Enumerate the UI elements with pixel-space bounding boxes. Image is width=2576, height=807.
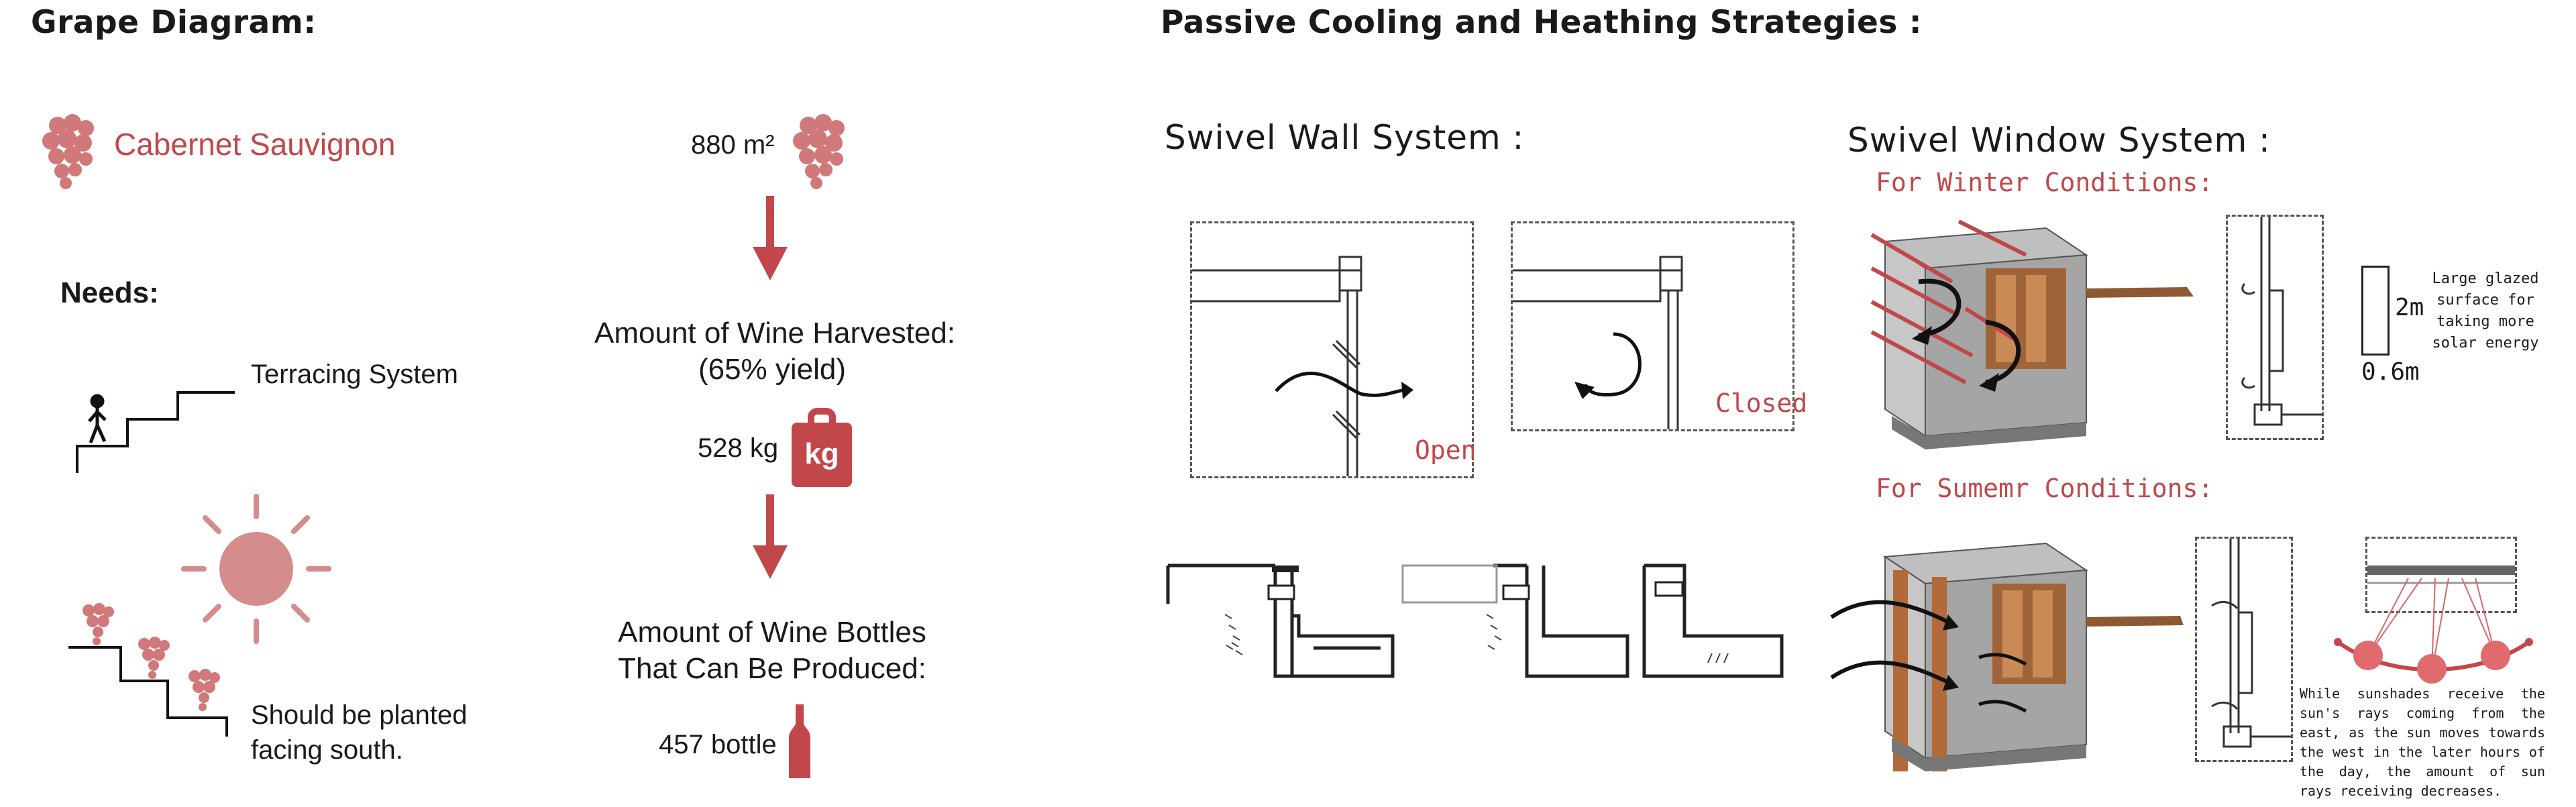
width-label: 0.6m xyxy=(2361,358,2420,386)
arrow-down-icon xyxy=(753,494,788,579)
area-label: 880 m² xyxy=(691,130,775,160)
closed-label: Closed xyxy=(1715,388,1808,418)
bottles-label-2: That Can Be Produced: xyxy=(618,652,926,685)
height-label: 2m xyxy=(2395,294,2424,321)
sun-path-diagram xyxy=(2334,578,2533,684)
glazed-note-line: solar energy xyxy=(2432,335,2539,352)
winter-window-section xyxy=(2226,215,2324,440)
arrow-down-icon xyxy=(753,196,788,280)
bottles-label-1: Amount of Wine Bottles xyxy=(618,616,926,649)
sunshade-note: While sunshades receive the sun's rays c… xyxy=(2300,686,2545,799)
floor-plan-2 xyxy=(1401,563,1629,678)
grape-icon xyxy=(793,114,845,189)
weight-icon: kg xyxy=(792,408,852,487)
terracing-diagram xyxy=(76,391,235,473)
south-facing-label-1: Should be planted xyxy=(251,700,468,730)
weight-kg-label: kg xyxy=(804,437,839,470)
south-facing-label-2: facing south. xyxy=(251,735,403,765)
terracing-label: Terracing System xyxy=(251,360,458,389)
sunshade-drawing xyxy=(2367,566,2515,584)
summer-label: For Sumemr Conditions: xyxy=(1876,474,2214,503)
bottles-value: 457 bottle xyxy=(659,730,777,759)
harvest-label-1: Amount of Wine Harvested: xyxy=(594,317,956,349)
bottle-icon xyxy=(789,704,810,778)
swivel-wall-title: Swivel Wall System : xyxy=(1165,118,1525,157)
harvest-value: 528 kg xyxy=(698,433,779,463)
wall-open-detail: Open xyxy=(1190,221,1477,478)
glazed-note-line: Large glazed xyxy=(2432,270,2539,287)
summer-window-drawing xyxy=(2211,539,2291,748)
glazed-note-line: surface for xyxy=(2436,292,2534,309)
wall-closed-section xyxy=(1513,256,1683,429)
person-icon xyxy=(88,394,107,443)
glazed-note: Large glazed surface for taking more sol… xyxy=(2428,268,2542,354)
sunshade-section xyxy=(2365,537,2517,613)
winter-label: For Winter Conditions: xyxy=(1876,168,2214,197)
glazed-note-line: taking more xyxy=(2436,313,2534,330)
wall-open-section xyxy=(1192,256,1413,476)
summer-building-block xyxy=(1830,542,2184,771)
cooling-title: Passive Cooling and Heathing Strategies … xyxy=(1161,4,1923,41)
floor-plan-1 xyxy=(1166,563,1395,678)
grape-icon xyxy=(42,114,94,189)
grape-variety-label: Cabernet Sauvignon xyxy=(114,127,396,162)
grape-diagram-title: Grape Diagram: xyxy=(31,4,317,41)
open-label: Open xyxy=(1415,435,1477,465)
wall-closed-detail: Closed xyxy=(1511,221,1807,431)
winter-window-drawing xyxy=(2241,217,2322,426)
winter-building-block xyxy=(1870,219,2194,449)
needs-label: Needs: xyxy=(60,276,159,309)
south-terrace-diagram xyxy=(68,603,228,737)
floor-plan-3 xyxy=(1642,563,1784,678)
harvest-label-2: (65% yield) xyxy=(698,353,847,386)
swivel-window-title: Swivel Window System : xyxy=(1847,121,2271,160)
sun-icon xyxy=(181,494,331,644)
glazed-window-symbol xyxy=(2361,266,2390,356)
summer-window-section xyxy=(2195,537,2293,762)
